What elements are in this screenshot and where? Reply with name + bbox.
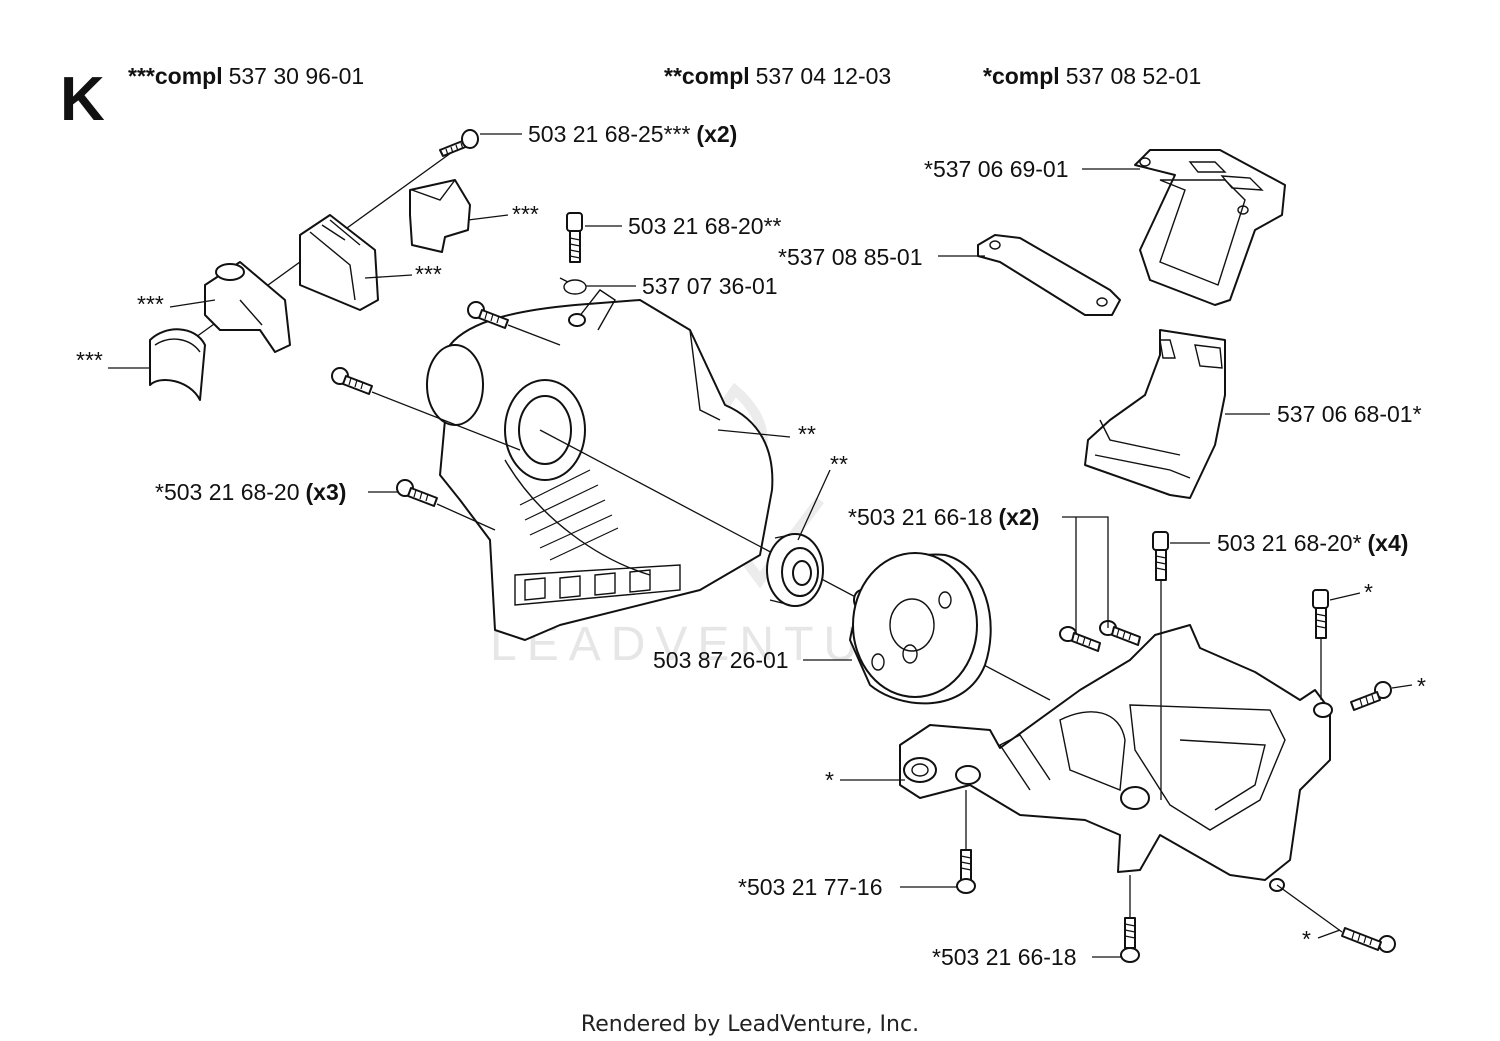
callout-c14-text: *503 21 66-18 <box>848 504 993 530</box>
callout-c9: ** <box>830 451 848 477</box>
crankcase-right <box>899 624 1333 892</box>
callouts: 503 21 68-25***(x2) *** 503 21 68-20** *… <box>76 121 1426 970</box>
callout-c8: ** <box>798 421 816 447</box>
callout-503-21-68-20-dbl: 503 21 68-20** <box>628 213 782 239</box>
screw-pair-1 <box>1059 626 1101 652</box>
insulator-piece <box>149 328 206 401</box>
screw-right-side <box>1350 681 1392 711</box>
kit-1-number: 537 30 96-01 <box>229 63 365 89</box>
callout-537-06-68-01: 537 06 68-01* <box>1277 401 1422 427</box>
callout-503-21-77-16: *503 21 77-16 <box>738 874 883 900</box>
callout-c19: * <box>825 767 834 793</box>
callout-c1-qty: (x2) <box>696 121 737 147</box>
screw-vertical-center <box>1152 531 1169 800</box>
callout-503-21-68-20-x3: *503 21 68-20(x3) <box>155 479 346 505</box>
callout-537-06-69-01: *537 06 69-01 <box>924 156 1069 182</box>
crankcase-left <box>426 289 774 641</box>
callout-c7: *** <box>76 347 103 373</box>
callout-c1-text: 503 21 68-25*** <box>528 121 690 147</box>
leader-lines <box>108 133 1413 958</box>
callout-503-21-68-20-x4: 503 21 68-20*(x4) <box>1217 530 1408 556</box>
callout-c4: *** <box>415 261 442 287</box>
callout-c2: *** <box>512 201 539 227</box>
callout-c10-text: *503 21 68-20 <box>155 479 300 505</box>
clamp-upper <box>409 179 471 253</box>
kit-3-name: *compl <box>983 63 1060 89</box>
screw-crankcase-left <box>331 367 521 451</box>
callout-c6: *** <box>137 291 164 317</box>
callout-537-07-36-01: 537 07 36-01 <box>642 273 778 299</box>
muffler-shield <box>1084 329 1226 499</box>
callout-503-87-26-01: 503 87 26-01 <box>653 647 789 673</box>
callout-c16: * <box>1364 579 1373 605</box>
callout-c10-qty: (x3) <box>306 479 347 505</box>
callout-c17: * <box>1417 673 1426 699</box>
kit-2-name: **compl <box>664 63 750 89</box>
screw-pair-2 <box>1099 620 1141 646</box>
bearing <box>766 533 824 607</box>
kit-3-number: 537 08 52-01 <box>1066 63 1202 89</box>
callout-c15-qty: (x4) <box>1368 530 1409 556</box>
gasket <box>977 234 1121 316</box>
intake-adapter <box>204 261 291 353</box>
callout-c14-qty: (x2) <box>999 504 1040 530</box>
footer-credit: Rendered by LeadVenture, Inc. <box>581 1012 919 1037</box>
screw-crankcase-top <box>467 301 561 346</box>
screw-bottom-right <box>1276 884 1396 953</box>
section-letter: K <box>60 65 105 134</box>
screw-top-left <box>439 129 479 157</box>
muffler-bracket <box>1134 149 1286 306</box>
screw-top-center <box>566 212 583 263</box>
screw-bottom-center <box>1120 875 1140 963</box>
screw-bottom-left <box>956 790 976 894</box>
callout-c21: * <box>1302 926 1311 952</box>
callout-c15-text: 503 21 68-20* <box>1217 530 1362 556</box>
carb-holder <box>299 214 379 311</box>
callout-503-21-68-25: 503 21 68-25***(x2) <box>528 121 737 147</box>
screw-crankcase-lower <box>396 479 496 531</box>
callout-503-21-66-18-x2: *503 21 66-18(x2) <box>848 504 1039 530</box>
callout-503-21-66-18: *503 21 66-18 <box>932 944 1077 970</box>
screw-vertical-right <box>1312 589 1329 700</box>
callout-537-08-85-01: *537 08 85-01 <box>778 244 923 270</box>
circlip <box>559 277 587 295</box>
clutch-drum <box>849 552 992 705</box>
kit-2-number: 537 04 12-03 <box>756 63 892 89</box>
kit-1-name: ***compl <box>128 63 223 89</box>
